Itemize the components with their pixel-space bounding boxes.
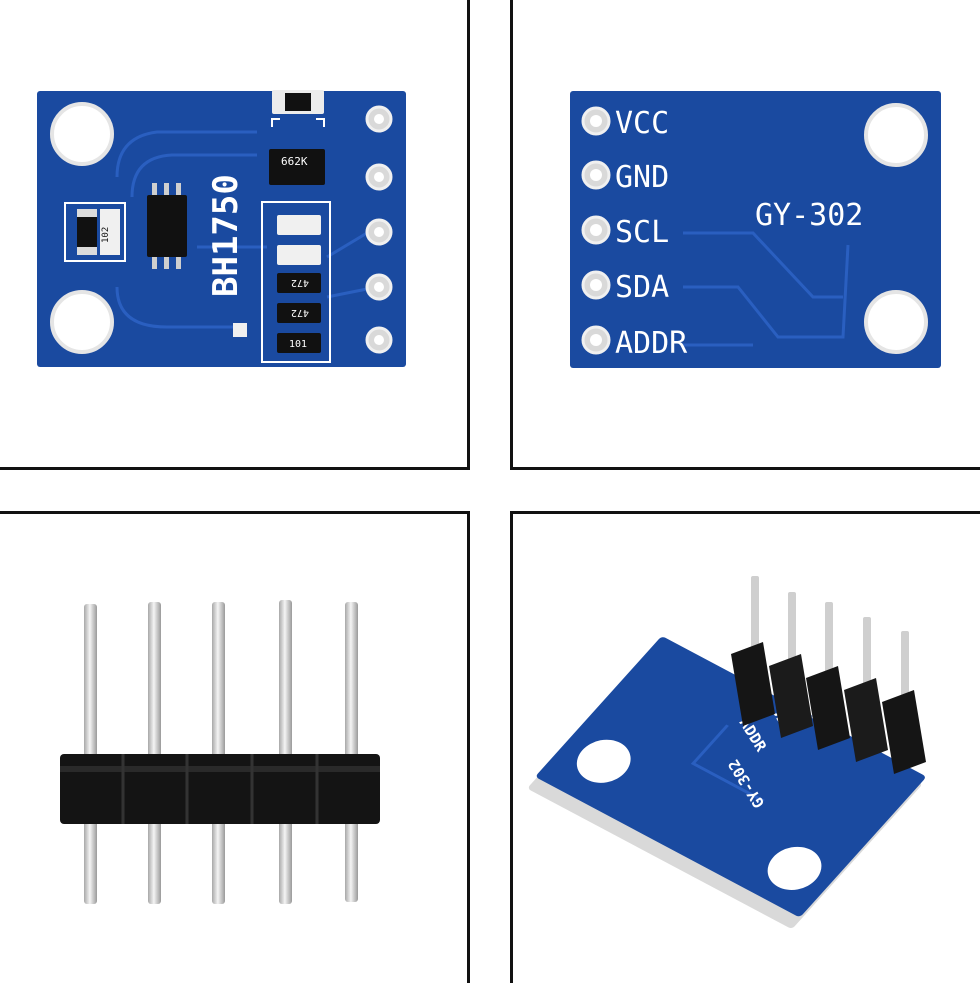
component-label: 662K	[281, 155, 308, 168]
component-label: 472	[291, 277, 309, 288]
pin-header-panel	[0, 511, 470, 983]
mounted-module-panel: ADDR SDA SCL GND VCC GY-302	[510, 511, 980, 983]
bh1750-chip	[147, 183, 187, 269]
pin-label-gnd: GND	[615, 160, 669, 195]
regulator: 662K	[269, 90, 325, 185]
mounting-hole	[864, 290, 928, 354]
pin-header-image	[60, 600, 380, 904]
smd-cap	[233, 323, 247, 337]
pin-pads	[365, 105, 393, 354]
component-label: 472	[291, 307, 309, 318]
resistor-column: 472 472 101	[261, 201, 331, 363]
back-board-panel: VCC GND SCL SDA ADDR GY-302	[510, 0, 980, 470]
component-label: 102	[101, 227, 111, 243]
pcb-back	[570, 91, 941, 368]
pin-label-vcc: VCC	[615, 106, 669, 141]
pcb-traces	[683, 231, 850, 347]
component-label: 101	[289, 339, 307, 350]
mounting-hole	[864, 103, 928, 167]
chip-label: BH1750	[206, 174, 246, 297]
pin-pads	[581, 106, 611, 355]
angled-board	[528, 637, 925, 928]
pin-label-scl: SCL	[615, 215, 669, 250]
mounting-hole	[50, 102, 114, 166]
resistor-left: 102	[64, 202, 126, 262]
model-label: GY-302	[755, 198, 863, 233]
front-board-image: BH1750 102 662K 472 472 101	[37, 90, 406, 367]
mounted-module-image: ADDR SDA SCL GND VCC GY-302	[528, 576, 926, 928]
header-plastic	[60, 754, 380, 824]
pin-label-addr: ADDR	[615, 326, 688, 361]
mounting-hole	[50, 290, 114, 354]
mounted-header	[731, 576, 926, 774]
pin-label-sda: SDA	[615, 270, 669, 305]
back-board-image: VCC GND SCL SDA ADDR GY-302	[570, 91, 941, 368]
header-pins	[84, 600, 358, 904]
front-board-panel: BH1750 102 662K 472 472 101	[0, 0, 470, 470]
